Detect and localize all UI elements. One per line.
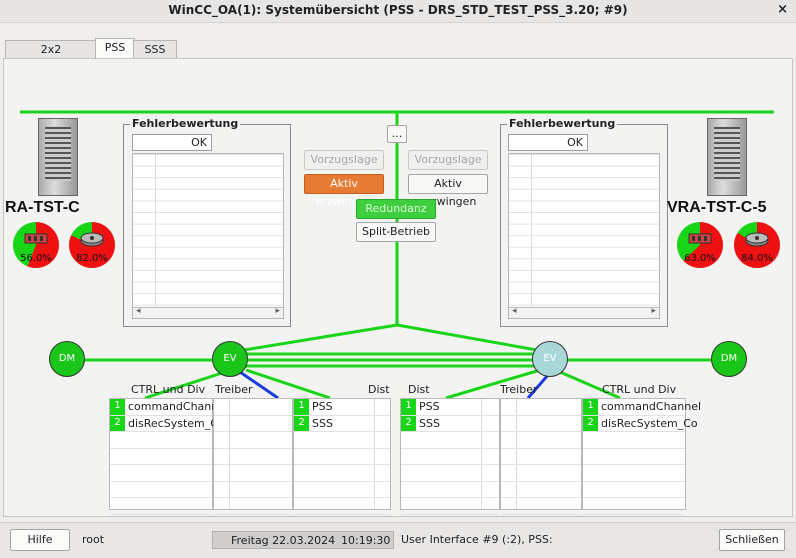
ev-left-to-dist [245, 368, 331, 400]
help-button[interactable]: Hilfe [10, 529, 70, 551]
memory-gauge-left[interactable]: 56.0% [13, 222, 59, 268]
ev-node-right[interactable]: EV [532, 341, 568, 377]
fehlerbewertung-left-value: OK [132, 134, 212, 151]
vorzugslage-right-button[interactable]: Vorzugslage [408, 150, 488, 170]
ev-right-to-dist [445, 368, 541, 400]
scroll-left-icon[interactable]: ◂ [136, 306, 141, 316]
date-label: Freitag 22.03.2024 [231, 534, 336, 547]
tab-sss[interactable]: SSS [133, 40, 177, 59]
server-right-icon [707, 118, 747, 196]
left-treiber-header: Treiber [215, 383, 253, 396]
list-item-text: PSS [312, 400, 333, 413]
left-ctrl-header: CTRL und Div [131, 383, 206, 396]
ev-node-left[interactable]: EV [212, 341, 248, 377]
fehlerbewertung-right-group: Fehlerbewertung [500, 117, 668, 327]
window-title: WinCC_OA(1): Systemübersicht (PSS - DRS_… [168, 3, 628, 17]
disk-icon [80, 232, 104, 247]
memory-gauge-left-value: 56.0% [20, 253, 52, 264]
ev-right-to-ctrl [559, 370, 621, 400]
list-item-text: PSS [419, 400, 440, 413]
fehlerbewertung-right-scrollbar[interactable]: ◂ ▸ [508, 306, 660, 319]
memory-gauge-right[interactable]: 63.0% [677, 222, 723, 268]
list-item-number: 2 [294, 415, 309, 431]
aktiv-erzwingen-right-button[interactable]: Aktiv erzwingen [408, 174, 488, 208]
close-button[interactable]: Schließen [719, 529, 785, 551]
hostname-right: VRA-TST-C-5 [667, 199, 767, 216]
disk-gauge-left-value: 82.0% [76, 253, 108, 264]
right-ctrl-header: CTRL und Div [602, 383, 677, 396]
title-bar: WinCC_OA(1): Systemübersicht (PSS - DRS_… [0, 0, 796, 23]
fehlerbewertung-left-table[interactable] [132, 153, 284, 308]
list-item-text: disRecSystem_Co [128, 416, 225, 430]
split-betrieb-button[interactable]: Split-Betrieb [356, 222, 436, 242]
server-left-icon [38, 118, 78, 196]
ui-info-label: User Interface #9 (:2), PSS: [401, 533, 553, 546]
vorzugslage-left-button[interactable]: Vorzugslage [304, 150, 384, 170]
list-item-number: 2 [401, 415, 416, 431]
right-treiber-header: Treiber [500, 383, 538, 396]
center-to-ev-right [396, 323, 549, 354]
list-item-number: 1 [583, 399, 598, 415]
list-item-text: commandChannel [128, 400, 229, 413]
fehlerbewertung-left-title: Fehlerbewertung [130, 117, 241, 130]
memory-icon [24, 233, 48, 244]
disk-gauge-right[interactable]: 84.0% [734, 222, 780, 268]
left-dist-header: Dist [368, 383, 390, 396]
redundanz-button[interactable]: Redundanz [356, 199, 436, 219]
list-item-number: 2 [110, 415, 125, 431]
memory-icon [688, 233, 712, 244]
scroll-left-icon[interactable]: ◂ [512, 306, 517, 316]
ev-left-to-ctrl [144, 370, 226, 400]
fehlerbewertung-left-scrollbar[interactable]: ◂ ▸ [132, 306, 284, 319]
ev-left-to-treiber [239, 370, 279, 400]
status-bar: Hilfe root Freitag 22.03.2024 10:19:30 U… [0, 522, 796, 558]
right-treiber-list[interactable] [500, 398, 582, 515]
list-item-number: 2 [583, 415, 598, 431]
list-item-number: 1 [110, 399, 125, 415]
dm-node-left[interactable]: DM [49, 341, 85, 377]
list-item-text: commandChannel [601, 400, 702, 413]
fehlerbewertung-right-title: Fehlerbewertung [507, 117, 618, 130]
memory-gauge-right-value: 63.0% [684, 253, 716, 264]
user-label: root [82, 533, 105, 546]
right-dist-header: Dist [408, 383, 430, 396]
left-treiber-list[interactable] [213, 398, 293, 515]
fehlerbewertung-left-group: Fehlerbewertung [123, 117, 291, 327]
dm-node-right[interactable]: DM [711, 341, 747, 377]
list-item-text: disRecSystem_Co [601, 416, 698, 430]
scroll-right-icon[interactable]: ▸ [275, 306, 280, 316]
disk-gauge-right-value: 84.0% [741, 253, 773, 264]
ev-right-to-treiber [526, 374, 550, 399]
scroll-right-icon[interactable]: ▸ [651, 306, 656, 316]
list-item-number: 1 [401, 399, 416, 415]
list-item-text: SSS [419, 416, 440, 430]
list-item-number: 1 [294, 399, 309, 415]
disk-icon [745, 232, 769, 247]
more-button[interactable]: ... [387, 125, 407, 143]
center-to-ev-left [231, 323, 398, 354]
list-item-text: SSS [312, 416, 333, 430]
datetime-field: Freitag 22.03.2024 10:19:30 [212, 531, 394, 549]
hostname-left: RA-TST-C [5, 199, 80, 216]
aktiv-erzwingen-left-button[interactable]: Aktiv erzwingen [304, 174, 384, 208]
fehlerbewertung-right-table[interactable] [508, 153, 660, 308]
disk-gauge-left[interactable]: 82.0% [69, 222, 115, 268]
time-label: 10:19:30 [341, 534, 391, 547]
close-icon[interactable]: × [777, 2, 788, 17]
fehlerbewertung-right-value: OK [508, 134, 588, 151]
tab-pss[interactable]: PSS [95, 38, 135, 59]
